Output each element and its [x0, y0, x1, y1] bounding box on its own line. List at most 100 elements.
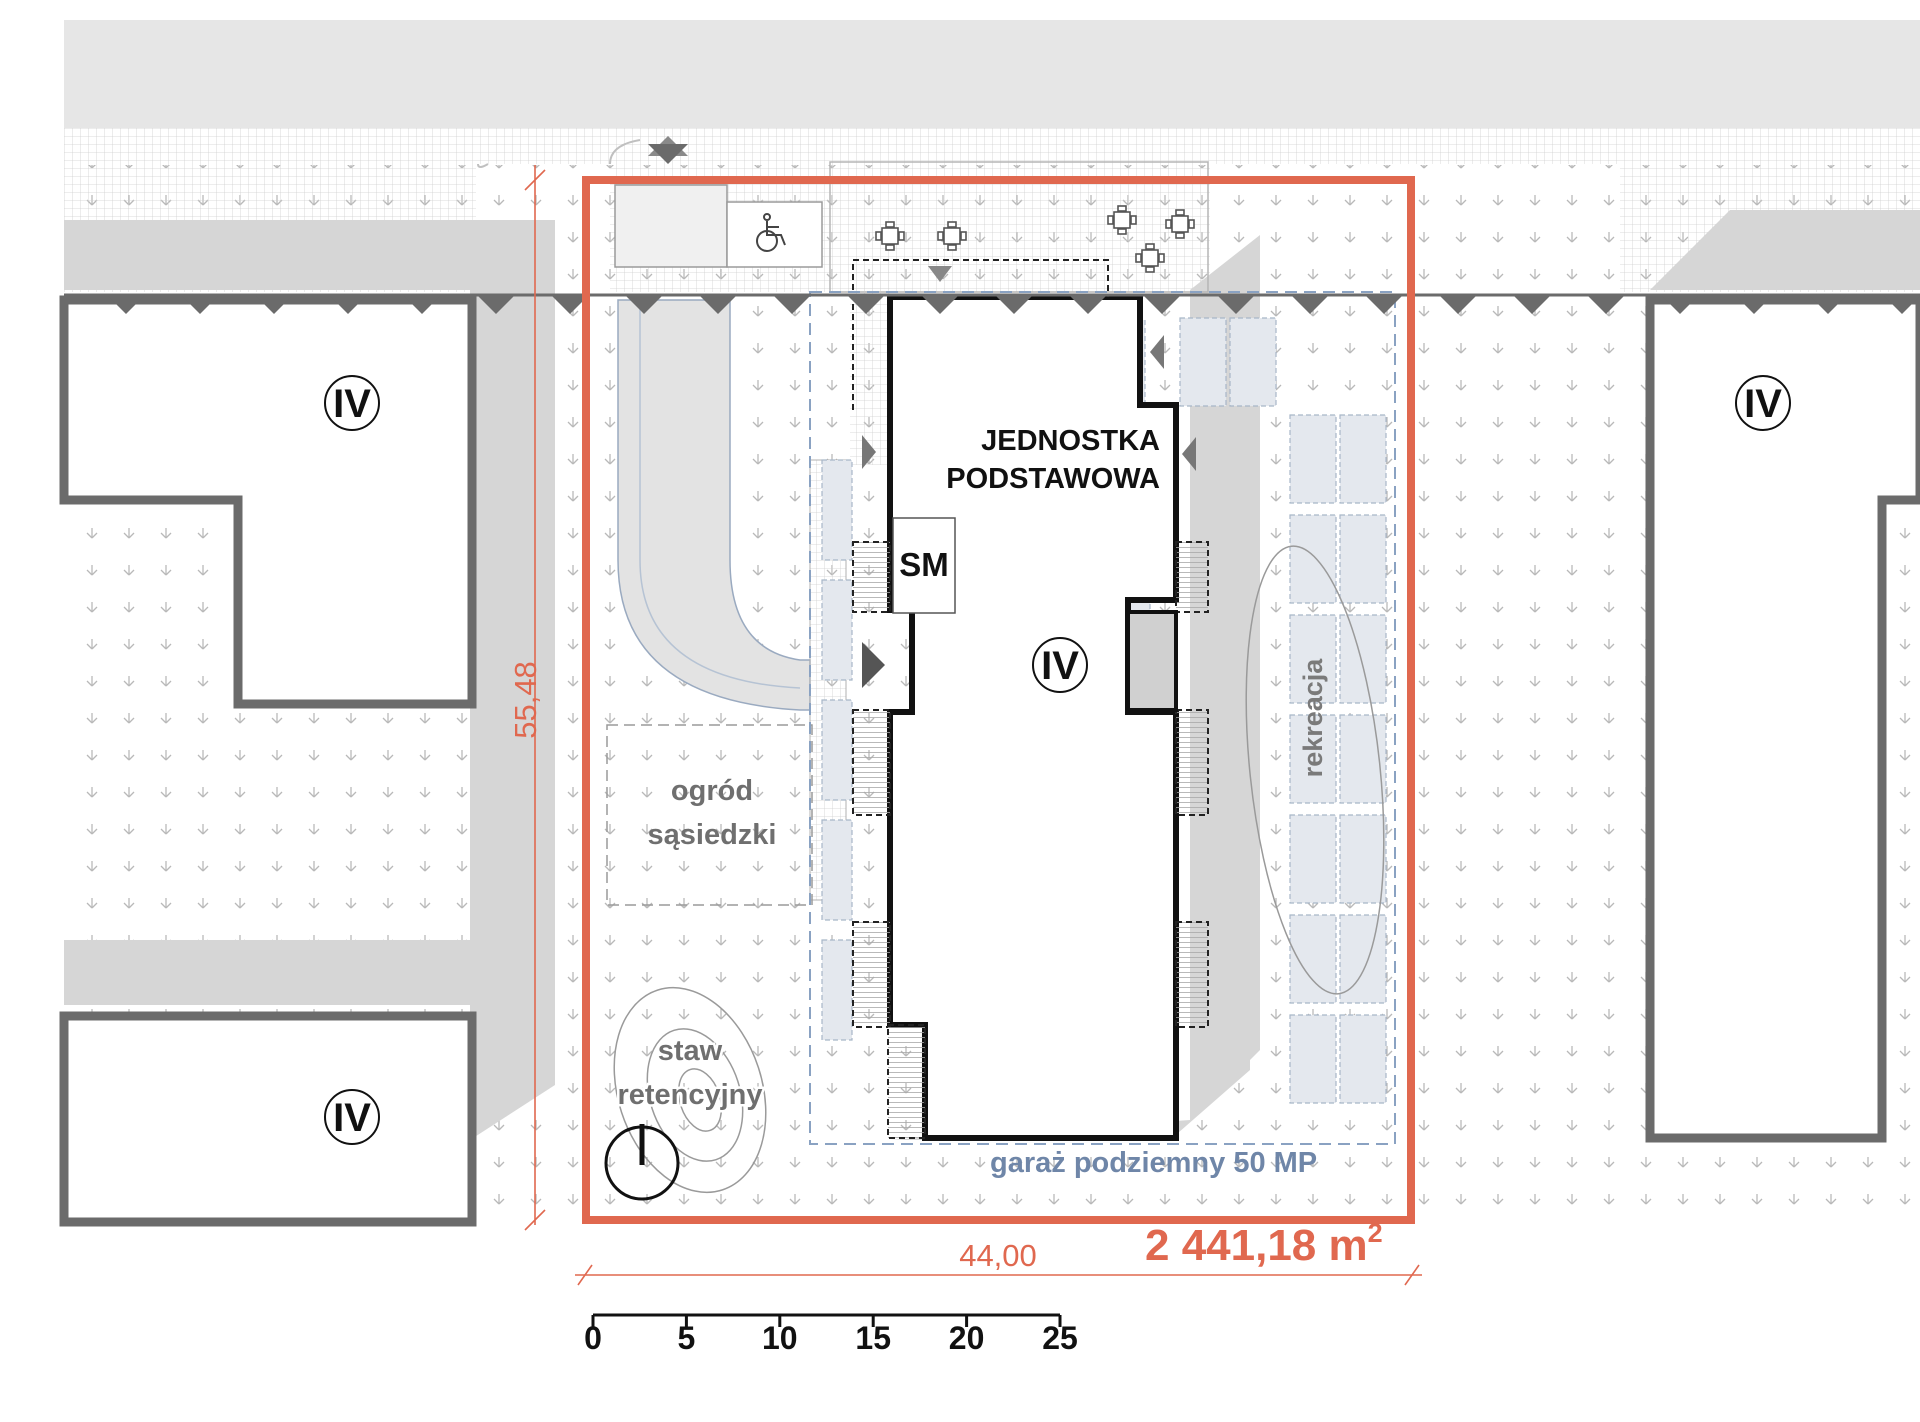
ramp-lane-line — [639, 300, 801, 689]
scale-tick-label: 20 — [949, 1320, 985, 1356]
garden-label-line1: ogród — [671, 775, 753, 807]
shade-tooth — [922, 296, 958, 314]
garden-label-line2: sąsiedzki — [648, 819, 777, 851]
shade-tooth — [108, 296, 144, 314]
shade-tooth — [330, 296, 366, 314]
shade-tooth — [848, 296, 884, 314]
shade-tooth — [182, 296, 218, 314]
main-unit-label-line1: JEDNOSTKA — [981, 425, 1160, 457]
shade-tooth — [256, 296, 292, 314]
shade-tooth — [1070, 296, 1106, 314]
parking-stall — [821, 459, 853, 561]
parking-stall — [1339, 714, 1387, 804]
shade-tooth — [1810, 296, 1846, 314]
shade-tooth — [996, 296, 1032, 314]
scale-tick-label: 0 — [584, 1320, 602, 1356]
parking-stall — [821, 579, 853, 681]
scale-tick-label: 10 — [762, 1320, 798, 1356]
plot-boundary — [582, 176, 1415, 1224]
parking-stall — [1289, 414, 1337, 504]
table-set-icon — [1165, 209, 1195, 239]
plot-area-label: 2 441,18 m2 — [1145, 1218, 1383, 1270]
shade-tooth — [700, 296, 736, 314]
table-set-icon — [875, 205, 1195, 273]
garage-label: garaż podziemny 50 MP — [990, 1147, 1317, 1179]
shade-tooth — [552, 296, 588, 314]
recreation-zone — [1245, 545, 1385, 995]
sm-label: SM — [899, 546, 949, 583]
parking-stall — [1339, 1014, 1387, 1104]
wheelchair-icon — [756, 213, 786, 252]
parking-stall — [1339, 814, 1387, 904]
parking-stall — [1179, 317, 1227, 407]
shade-tooth — [1292, 296, 1328, 314]
parking-stall — [821, 819, 853, 921]
garage-outline — [809, 291, 1396, 1145]
storey-badge-nw: IV — [324, 375, 380, 431]
parking-stall — [1289, 1014, 1337, 1104]
shade-tooth — [1736, 296, 1772, 314]
pond-label-line2: retencyjny — [617, 1079, 762, 1111]
shade-tooth — [404, 296, 440, 314]
storey-badge-east: IV — [1735, 375, 1791, 431]
shade-tooth — [1366, 296, 1402, 314]
shade-tooth — [626, 296, 662, 314]
parking-stall — [1339, 414, 1387, 504]
parking-stall — [1339, 514, 1387, 604]
shade-tooth — [1884, 296, 1920, 314]
driveway-curb — [477, 139, 641, 168]
sm-box — [892, 517, 956, 614]
door-arrows — [862, 335, 1196, 471]
shade-tooth — [1144, 296, 1180, 314]
main-building — [887, 294, 1179, 1141]
shade-tooth — [1588, 296, 1624, 314]
table-set-icon — [937, 221, 967, 251]
street — [64, 20, 1920, 128]
table-set-icon — [875, 221, 905, 251]
parking-stall — [821, 699, 853, 801]
parking-stall — [1229, 317, 1277, 407]
pond-label-line1: staw — [658, 1035, 723, 1067]
sidewalk — [64, 128, 1920, 164]
svg-text:IV: IV — [333, 382, 371, 426]
height-dimension — [524, 165, 546, 1231]
parking-stall — [1289, 714, 1337, 804]
entrance-arrow-icon — [648, 136, 688, 164]
parking-stall — [1289, 814, 1337, 904]
entrance-notch — [1126, 610, 1178, 712]
shade-tooth — [774, 296, 810, 314]
neighbour-garden — [606, 724, 813, 906]
retention-pond — [613, 986, 767, 1194]
parking-stall — [1289, 614, 1337, 704]
recreation-label: rekreacja — [1298, 658, 1328, 778]
shade-tooth — [478, 296, 514, 314]
shade-tooth — [1218, 296, 1254, 314]
shade-tooth — [1440, 296, 1476, 314]
parking-stall — [1289, 514, 1337, 604]
scale-tick-label: 15 — [855, 1320, 891, 1356]
north-arrow-icon — [604, 1124, 680, 1201]
entrance-arrow-icon — [862, 642, 885, 688]
building-shadows — [64, 210, 1920, 1140]
scale-tick-label: 5 — [678, 1320, 696, 1356]
garage-ramp — [617, 299, 811, 711]
width-dimension-label: 44,00 — [959, 1238, 1037, 1273]
parking-stall — [1339, 914, 1387, 1004]
shade-teeth — [108, 296, 1920, 314]
shade-tooth — [1662, 296, 1698, 314]
storey-badge-main: IV — [1032, 637, 1088, 693]
building-balconies — [852, 541, 1209, 1139]
height-dimension-label: 55,48 — [508, 661, 543, 739]
main-unit-label-line2: PODSTAWOWA — [946, 463, 1160, 495]
canopy-arrow — [928, 266, 952, 282]
storey-badge-sw: IV — [324, 1089, 380, 1145]
svg-text:IV: IV — [333, 1096, 371, 1140]
north-canopy-outline — [852, 259, 1109, 410]
table-set-icon — [1135, 243, 1165, 273]
gate-area — [614, 184, 728, 268]
parking-stall — [821, 939, 853, 1041]
width-dimension — [575, 1264, 1422, 1286]
svg-text:IV: IV — [1744, 382, 1782, 426]
